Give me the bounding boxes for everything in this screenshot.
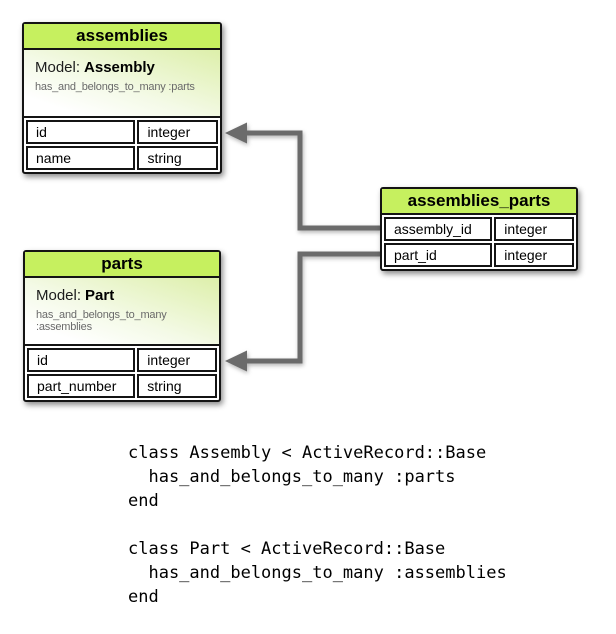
- column-name-cell: id: [27, 348, 136, 372]
- table-parts-rows: id integer part_number string: [25, 346, 219, 400]
- table-parts: parts Model:Part has_and_belongs_to_many…: [23, 250, 221, 402]
- column-name-cell: part_number: [27, 374, 136, 398]
- column-type-cell: string: [137, 146, 218, 170]
- table-row: part_id integer: [384, 243, 574, 267]
- model-label: Model:: [35, 59, 81, 76]
- arrowhead-to-parts-icon: [225, 350, 247, 372]
- table-assemblies: assemblies Model:Assembly has_and_belong…: [22, 22, 222, 174]
- table-assemblies-parts-rows: assembly_id integer part_id integer: [382, 215, 576, 269]
- table-assemblies-parts-title: assemblies_parts: [382, 189, 576, 215]
- column-type-cell: integer: [137, 120, 218, 144]
- arrowhead-to-assemblies-icon: [225, 122, 247, 144]
- table-row: part_number string: [27, 374, 217, 398]
- model-line: Model:Part: [36, 287, 219, 304]
- association-note: has_and_belongs_to_many :assemblies: [36, 309, 167, 333]
- column-type-cell: integer: [494, 217, 574, 241]
- code-assembly-class: class Assembly < ActiveRecord::Base has_…: [128, 443, 487, 511]
- column-type-cell: integer: [137, 348, 217, 372]
- table-parts-title: parts: [25, 252, 219, 278]
- column-type-cell: string: [137, 374, 217, 398]
- table-assemblies-parts: assemblies_parts assembly_id integer par…: [380, 187, 578, 271]
- table-row: assembly_id integer: [384, 217, 574, 241]
- table-row: id integer: [27, 348, 217, 372]
- model-label: Model:: [36, 287, 82, 304]
- model-line: Model:Assembly: [35, 59, 220, 76]
- association-note: has_and_belongs_to_many :parts: [35, 81, 195, 93]
- table-assemblies-title: assemblies: [24, 24, 220, 50]
- table-row: name string: [26, 146, 218, 170]
- table-parts-model-section: Model:Part has_and_belongs_to_many :asse…: [25, 278, 219, 346]
- connector-assembly-id: [225, 122, 380, 231]
- column-type-cell: integer: [494, 243, 574, 267]
- model-name: Assembly: [84, 59, 155, 76]
- connector-part-id: [225, 251, 380, 372]
- column-name-cell: id: [26, 120, 136, 144]
- column-name-cell: part_id: [384, 243, 493, 267]
- code-part-class: class Part < ActiveRecord::Base has_and_…: [128, 539, 507, 607]
- table-assemblies-rows: id integer name string: [24, 118, 220, 172]
- column-name-cell: name: [26, 146, 136, 170]
- table-row: id integer: [26, 120, 218, 144]
- model-name: Part: [85, 287, 115, 304]
- column-name-cell: assembly_id: [384, 217, 493, 241]
- table-assemblies-model-section: Model:Assembly has_and_belongs_to_many :…: [24, 50, 220, 118]
